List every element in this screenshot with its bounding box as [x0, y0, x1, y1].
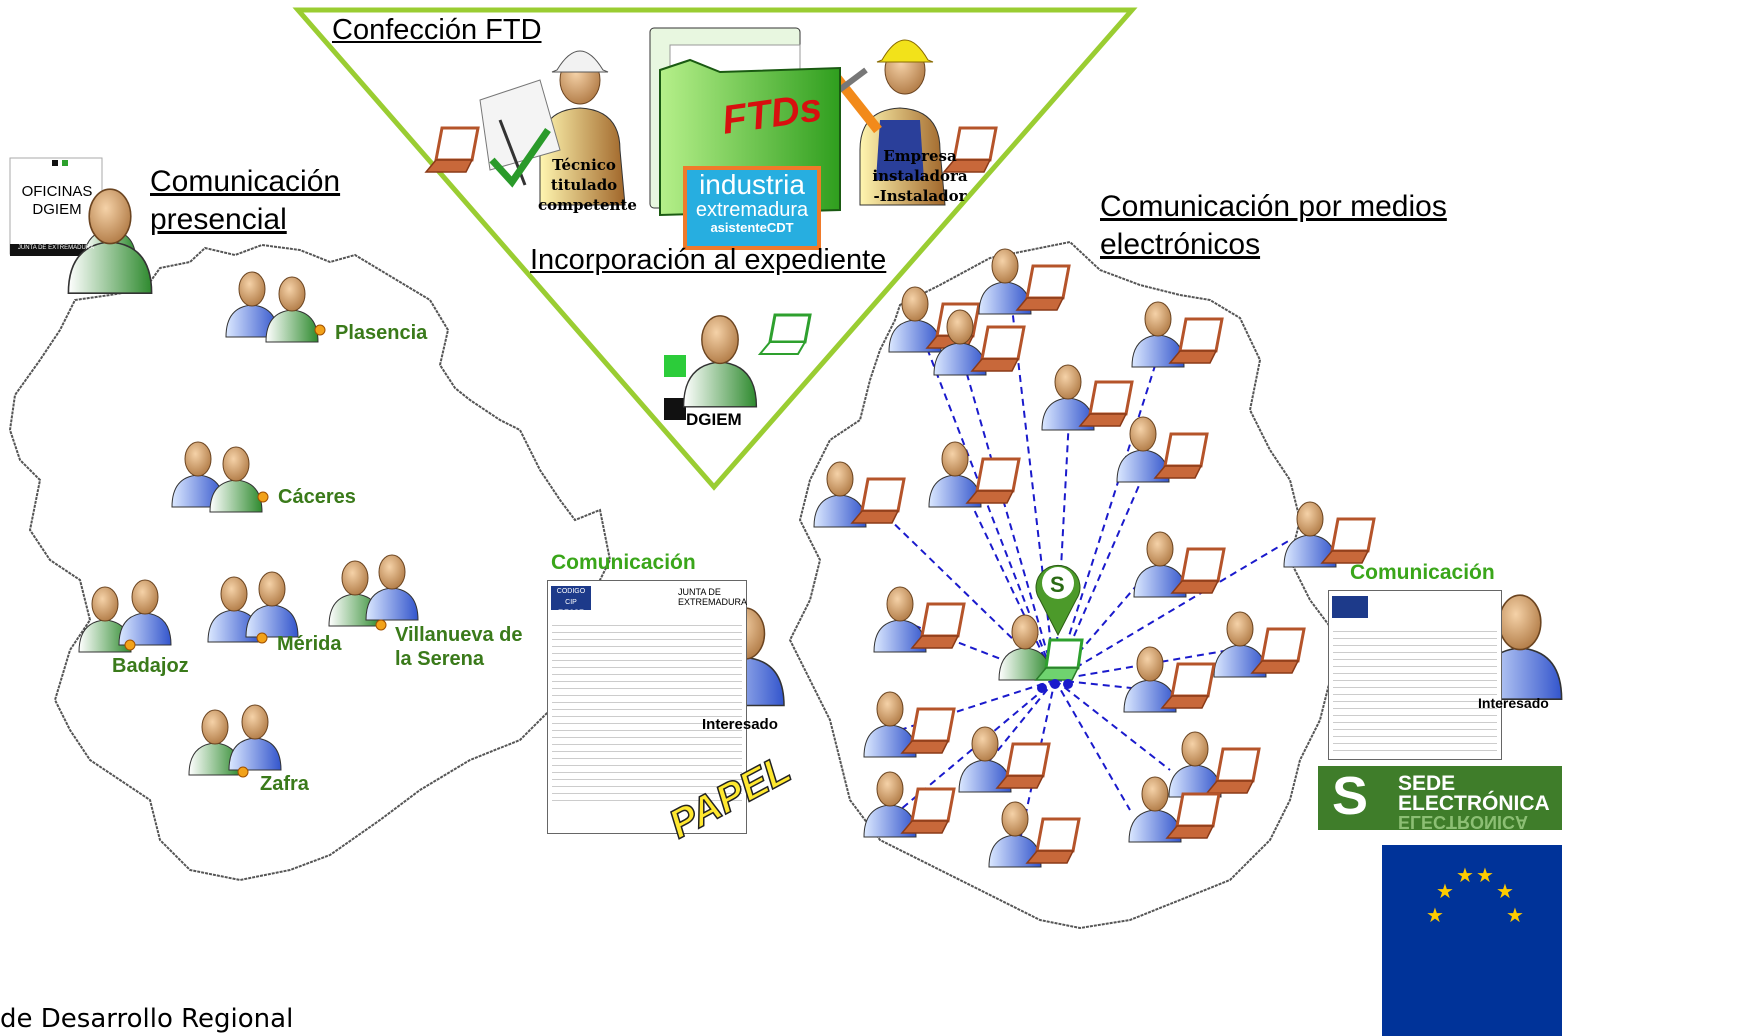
- empresa-line-1: Empresa: [883, 147, 957, 165]
- office-footer: JUNTA DE EXTREMADURA: [17, 245, 95, 251]
- central-user: S: [998, 564, 1084, 693]
- oficinas-line-2: DGIEM: [32, 201, 82, 218]
- right-form-code-box: [1332, 596, 1368, 618]
- empresa-line-3: -Instalador: [873, 187, 967, 205]
- industria-extremadura-logo: industria extremadura asistenteCDT: [683, 166, 821, 250]
- empresa-line-2: instaladora: [872, 167, 968, 185]
- sede-line-2: ELECTRÓNICA: [1398, 792, 1550, 815]
- svg-text:★: ★: [1456, 865, 1474, 887]
- presencial-line-2: presencial: [150, 203, 287, 236]
- center-form-title: Comunicación: [551, 551, 696, 574]
- svg-text:★: ★: [1496, 881, 1514, 903]
- city-villanueva: Villanueva de la Serena: [395, 623, 522, 671]
- tecnico-line-1: Técnico: [552, 156, 616, 174]
- presencial-line-1: Comunicación: [150, 165, 341, 198]
- electronicos-title: Comunicación por medios electrónicos: [1100, 188, 1447, 264]
- right-form-title: Comunicación: [1350, 561, 1495, 584]
- logo-line-2: extremadura: [695, 199, 809, 221]
- electronicos-line-2: electrónicos: [1100, 228, 1261, 261]
- form-code: CODIGO CIP: [556, 588, 586, 606]
- svg-text:★: ★: [1426, 905, 1444, 927]
- tecnico-line-2: titulado: [550, 176, 618, 194]
- empresa-caption: Empresa instaladora -Instalador: [870, 146, 970, 206]
- paper-form: CODIGO CIP P5625 JUNTA DE EXTREMADURA: [547, 580, 747, 834]
- form-code-box: CODIGO CIP P5625: [551, 586, 591, 618]
- sede-electronica-banner[interactable]: S SEDE ELECTRÓNICA ELECTRONICA: [1318, 766, 1562, 832]
- tecnico-worker: [424, 50, 626, 206]
- form-number: P5625: [557, 608, 585, 618]
- sede-s-icon: S: [1332, 766, 1369, 826]
- electronicos-line-1: Comunicación por medios: [1100, 190, 1447, 223]
- network-users: [814, 249, 1374, 867]
- form-lines: [552, 619, 742, 803]
- oficinas-label: OFICINAS DGIEM: [14, 183, 100, 219]
- office-building: [9, 157, 103, 256]
- logo-line-3: asistenteCDT: [710, 220, 794, 235]
- sede-reflection: ELECTRONICA: [1398, 812, 1528, 832]
- svg-text:★: ★: [1506, 905, 1524, 927]
- city-plasencia: Plasencia: [335, 322, 428, 344]
- villanueva-line-2: la Serena: [395, 648, 484, 670]
- right-form-lines: [1333, 625, 1497, 755]
- city-zafra: Zafra: [260, 773, 309, 795]
- right-paper-form: [1328, 590, 1502, 760]
- center-interesado-label: Interesado: [702, 716, 778, 733]
- dgiem-person: [664, 313, 812, 420]
- tecnico-caption: Técnico titulado competente: [538, 155, 637, 215]
- svg-text:★: ★: [1436, 881, 1454, 903]
- city-caceres: Cáceres: [278, 486, 356, 508]
- city-merida: Mérida: [277, 633, 342, 655]
- right-map-outline: [788, 240, 1342, 930]
- confeccion-ftd-title: Confección FTD: [332, 14, 542, 46]
- oficinas-line-1: OFICINAS: [21, 183, 93, 200]
- svg-text:S: S: [1050, 572, 1065, 597]
- left-map-outline: [8, 243, 612, 882]
- right-interesado-label: Interesado: [1478, 695, 1549, 711]
- sede-line-1: SEDE: [1398, 772, 1456, 795]
- form-header: JUNTA DE EXTREMADURA: [678, 587, 748, 607]
- dgiem-label: DGIEM: [686, 410, 742, 429]
- eu-flag: ★★ ★★ ★★: [1382, 845, 1562, 1036]
- presencial-title: Comunicación presencial: [150, 163, 340, 239]
- incorporacion-title: Incorporación al expediente: [530, 244, 887, 276]
- villanueva-line-1: Villanueva de: [395, 624, 523, 646]
- city-badajoz: Badajoz: [112, 655, 189, 677]
- svg-text:★: ★: [1476, 865, 1494, 887]
- logo-line-1: industria: [699, 169, 805, 200]
- tecnico-line-3: competente: [538, 196, 637, 214]
- city-people: [78, 271, 419, 778]
- sede-text: SEDE ELECTRÓNICA: [1398, 772, 1550, 815]
- footer-text: de Desarrollo Regional: [0, 1004, 294, 1034]
